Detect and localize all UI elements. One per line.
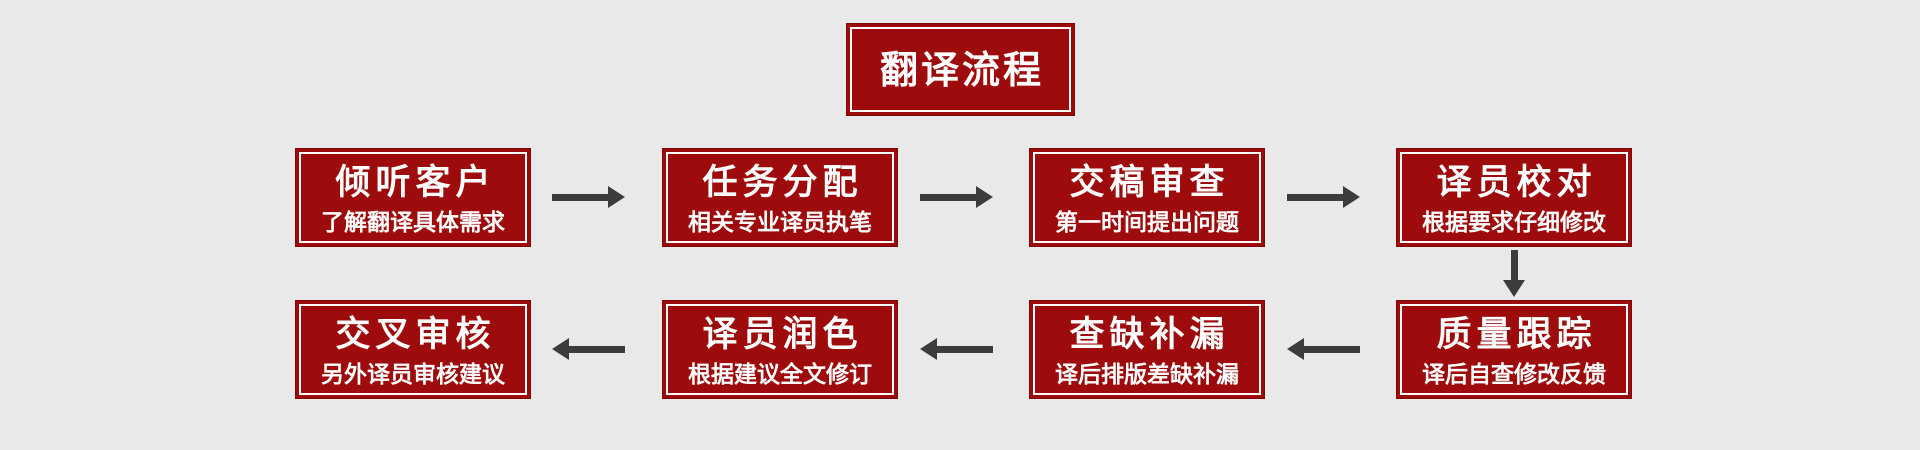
step-title: 查缺补漏 (1069, 315, 1230, 355)
step-frame: 交叉审核 另外译员审核建议 (299, 304, 527, 395)
step-frame: 交稿审查 第一时间提出问题 (1033, 152, 1261, 243)
step-title: 交叉审核 (335, 315, 496, 355)
flow-step-box-cross-review: 交叉审核 另外译员审核建议 (295, 300, 531, 399)
arrow-left-icon (552, 338, 625, 360)
arrow-head (1287, 338, 1304, 360)
step-frame: 质量跟踪 译后自查修改反馈 (1400, 304, 1628, 395)
arrow-shaft (1304, 345, 1360, 353)
step-title: 交稿审查 (1069, 163, 1230, 203)
arrow-head (976, 186, 993, 208)
step-subtitle: 译后排版差缺补漏 (1055, 360, 1239, 387)
flow-title-inner-frame: 翻译流程 (850, 27, 1071, 112)
step-frame: 译员校对 根据要求仔细修改 (1400, 152, 1628, 243)
step-frame: 查缺补漏 译后排版差缺补漏 (1033, 304, 1261, 395)
step-frame: 倾听客户 了解翻译具体需求 (299, 152, 527, 243)
arrow-head (920, 338, 937, 360)
arrow-left-icon (920, 338, 993, 360)
step-subtitle: 相关专业译员执笔 (688, 208, 872, 235)
flow-step-box-listen-clients: 倾听客户 了解翻译具体需求 (295, 148, 531, 247)
step-subtitle: 另外译员审核建议 (321, 360, 505, 387)
flow-step-box-translator-proofread: 译员校对 根据要求仔细修改 (1396, 148, 1632, 247)
step-title: 质量跟踪 (1436, 315, 1597, 355)
arrow-right-icon (552, 186, 625, 208)
arrow-shaft (552, 193, 608, 201)
step-title: 倾听客户 (335, 163, 496, 203)
step-subtitle: 根据要求仔细修改 (1422, 208, 1606, 235)
flow-step-box-fill-gaps: 查缺补漏 译后排版差缺补漏 (1029, 300, 1265, 399)
arrow-right-icon (920, 186, 993, 208)
flow-step-box-draft-review: 交稿审查 第一时间提出问题 (1029, 148, 1265, 247)
step-frame: 任务分配 相关专业译员执笔 (666, 152, 894, 243)
arrow-shaft (1287, 193, 1343, 201)
step-title: 译员校对 (1436, 163, 1597, 203)
arrow-head (552, 338, 569, 360)
arrow-head (608, 186, 625, 208)
step-subtitle: 了解翻译具体需求 (321, 208, 505, 235)
flow-title-box: 翻译流程 (846, 23, 1075, 116)
step-subtitle: 根据建议全文修订 (688, 360, 872, 387)
arrow-head (1343, 186, 1360, 208)
arrow-head (1503, 280, 1525, 297)
flow-step-box-task-assignment: 任务分配 相关专业译员执笔 (662, 148, 898, 247)
flow-title: 翻译流程 (879, 49, 1044, 92)
arrow-down-icon (1503, 250, 1525, 297)
step-frame: 译员润色 根据建议全文修订 (666, 304, 894, 395)
arrow-left-icon (1287, 338, 1360, 360)
step-title: 译员润色 (702, 315, 863, 355)
arrow-shaft (1510, 250, 1518, 280)
flow-step-box-quality-tracking: 质量跟踪 译后自查修改反馈 (1396, 300, 1632, 399)
arrow-shaft (920, 193, 976, 201)
step-subtitle: 第一时间提出问题 (1055, 208, 1239, 235)
step-subtitle: 译后自查修改反馈 (1422, 360, 1606, 387)
arrow-shaft (937, 345, 993, 353)
arrow-right-icon (1287, 186, 1360, 208)
arrow-shaft (569, 345, 625, 353)
step-title: 任务分配 (702, 163, 863, 203)
flow-step-box-translator-polish: 译员润色 根据建议全文修订 (662, 300, 898, 399)
